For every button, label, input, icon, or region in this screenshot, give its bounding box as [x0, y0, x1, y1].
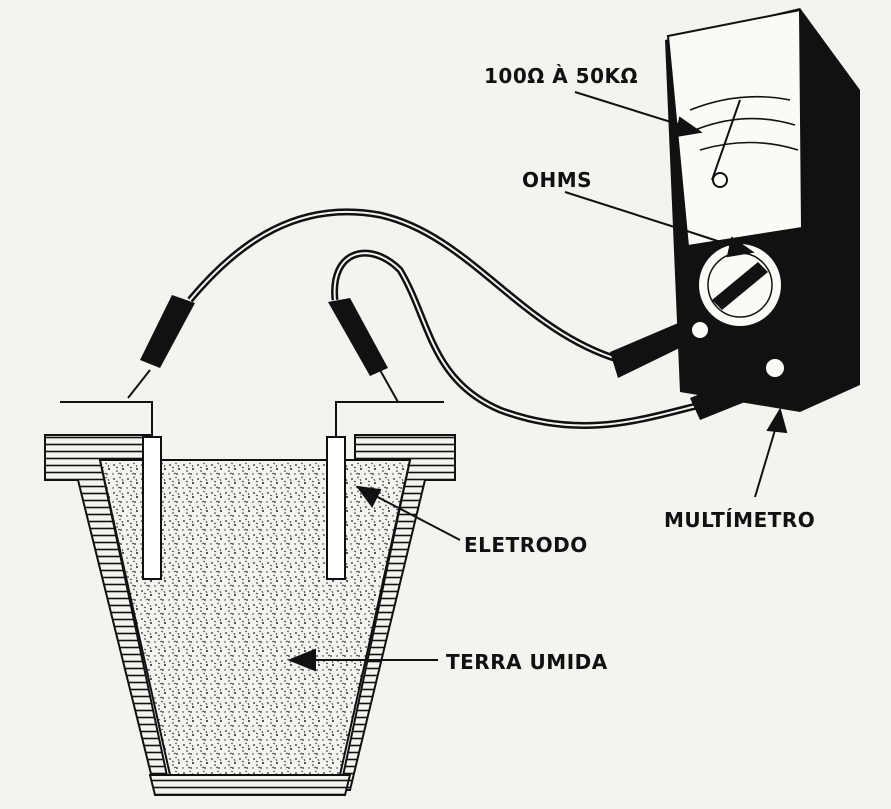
- multimeter-body-side: [800, 8, 860, 412]
- soil-label: TERRA UMIDA: [446, 650, 608, 674]
- electrode-label: ELETRODO: [464, 533, 588, 557]
- electrode-right-wire: [335, 401, 444, 437]
- clip-right: [328, 298, 388, 376]
- input-jack-2: [764, 357, 786, 379]
- range-label: 100Ω À 50KΩ: [484, 64, 638, 88]
- selector-knob: [712, 262, 768, 310]
- multimeter-scale-panel: [666, 8, 804, 248]
- electrodes: [60, 401, 444, 580]
- pot-base: [148, 774, 352, 796]
- ohms-label: OHMS: [522, 168, 593, 192]
- multimeter-label: MULTÍMETRO: [664, 508, 816, 532]
- pot: [44, 434, 456, 796]
- clip-left: [140, 295, 195, 368]
- scale-arcs: [689, 95, 799, 151]
- electrode-left-wire: [60, 401, 153, 437]
- zero-adjust-screw: [712, 172, 728, 188]
- multimeter: [665, 8, 860, 412]
- needle: [711, 99, 741, 181]
- pointer-arrows: [287, 91, 788, 672]
- electrode-right: [326, 436, 346, 580]
- input-jack-1: [690, 320, 710, 340]
- electrode-left: [142, 436, 162, 580]
